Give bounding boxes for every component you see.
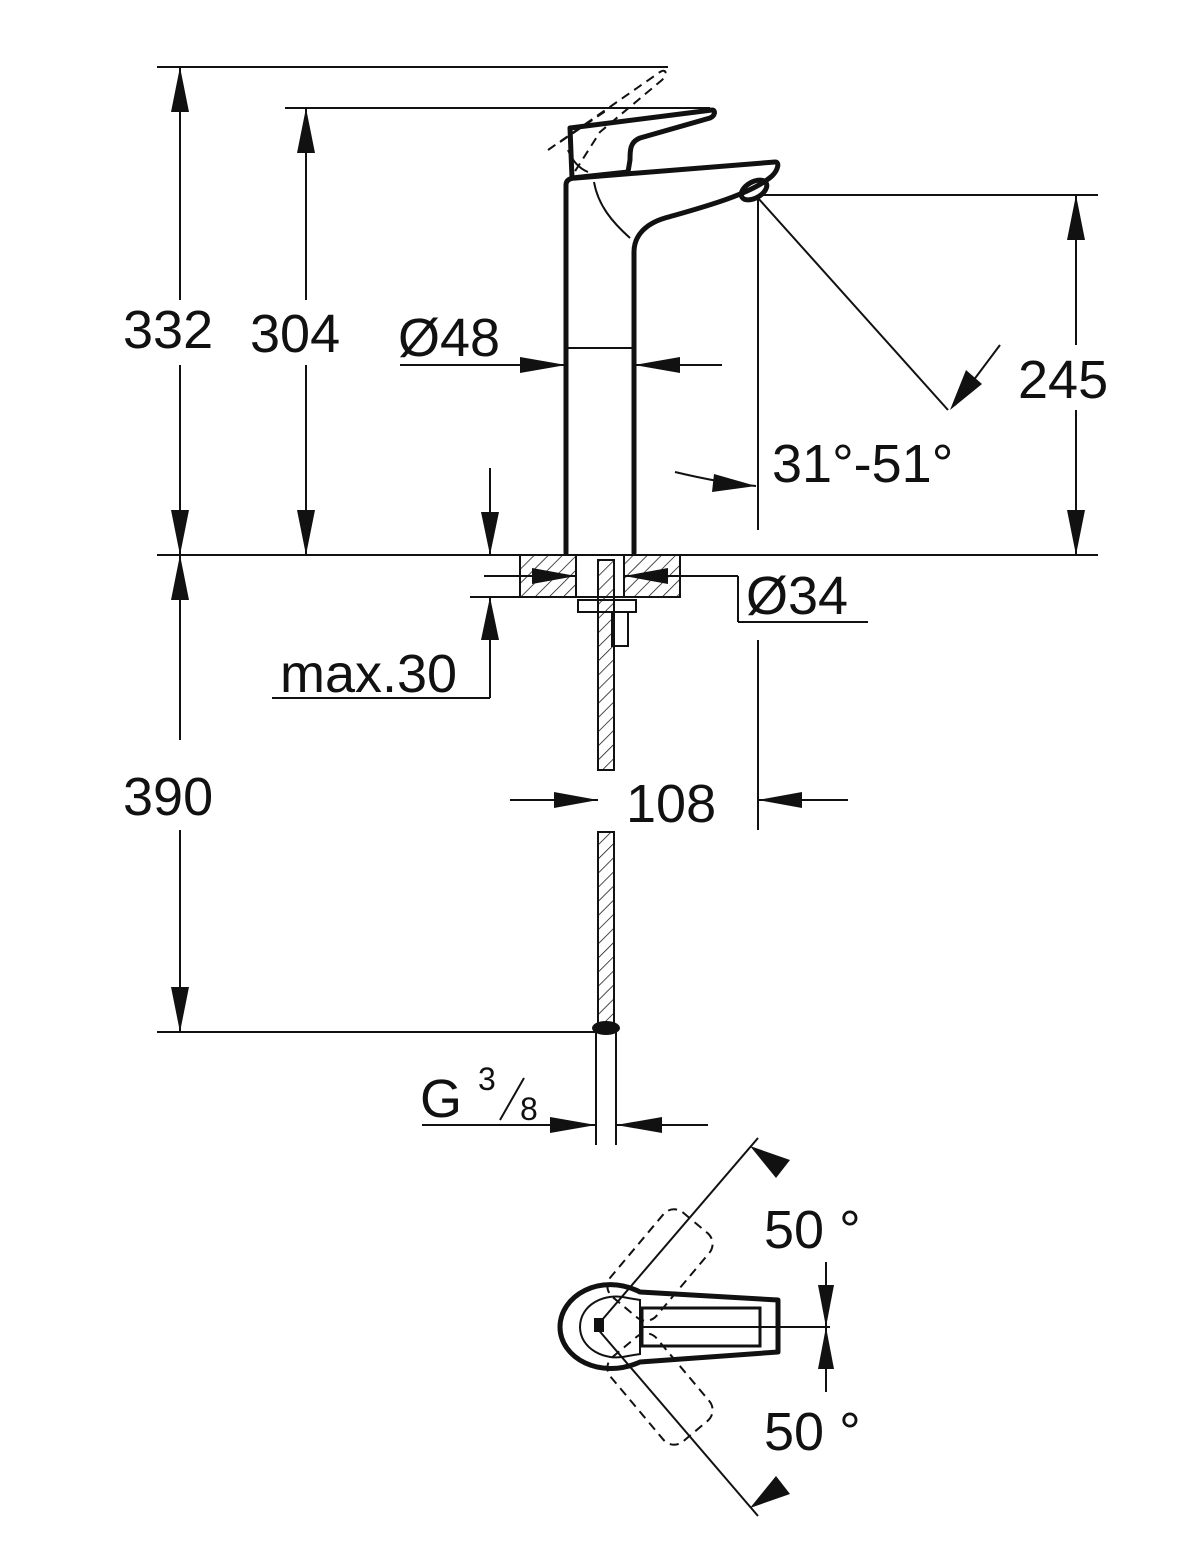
dim-spout-height (760, 194, 1098, 555)
spout-reach-label: 108 (626, 774, 716, 834)
dim-connection-thread (422, 1077, 708, 1133)
total-height-label: 332 (123, 300, 213, 360)
dim-hole-diameter (484, 568, 868, 623)
faucet-body (547, 69, 781, 556)
dim-spout-reach (510, 640, 848, 830)
spout-angle-label: 31°-51° (772, 434, 953, 494)
spout-height-label: 245 (1018, 350, 1108, 410)
top-view (557, 1137, 834, 1517)
connection-prefix-label: G (420, 1069, 462, 1129)
lever-angle-bottom-label: 50 ° (764, 1402, 861, 1462)
hole-diameter-label: Ø34 (746, 566, 848, 626)
connection-numerator-label: 3 (478, 1061, 496, 1097)
dim-max-thickness (272, 468, 499, 699)
dim-total-height (157, 66, 668, 555)
dim-spout-angle (674, 197, 1001, 530)
dim-body-diameter (400, 357, 722, 373)
dim-hose-length (157, 555, 596, 1033)
hose-length-label: 390 (123, 767, 213, 827)
supply-hose (592, 559, 620, 1145)
lever-height-label: 304 (250, 304, 340, 364)
mounting-section (470, 554, 681, 647)
lever-angle-top-label: 50 ° (764, 1200, 861, 1260)
connection-denominator-label: 8 (520, 1091, 538, 1127)
body-diameter-label: Ø48 (398, 308, 500, 368)
max-thickness-label: max.30 (280, 644, 457, 704)
dim-lever-height (285, 107, 710, 555)
